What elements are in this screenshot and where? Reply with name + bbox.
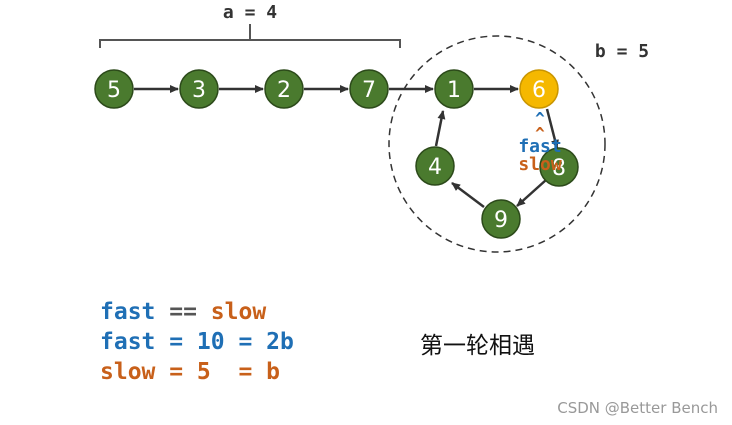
code-eq-op: == bbox=[155, 299, 211, 325]
code-line-3: slow = 5 = b bbox=[100, 359, 281, 385]
edge-9-4 bbox=[451, 182, 485, 208]
node-4-label: 4 bbox=[428, 155, 442, 180]
a-label: a = 4 bbox=[223, 2, 277, 23]
node-6-highlighted: 6 bbox=[519, 69, 559, 109]
a-brace bbox=[99, 24, 401, 48]
node-2: 2 bbox=[264, 69, 304, 109]
node-5: 5 bbox=[94, 69, 134, 109]
slow-pointer-label: slow bbox=[518, 154, 562, 175]
caption: 第一轮相遇 bbox=[420, 333, 535, 359]
node-8: 8 bbox=[539, 147, 579, 187]
node-9-label: 9 bbox=[494, 208, 508, 233]
code-slow-1: slow bbox=[210, 299, 267, 325]
node-1-label: 1 bbox=[447, 78, 461, 103]
node-6-label: 6 bbox=[532, 78, 546, 103]
edge-8-9 bbox=[516, 179, 547, 207]
node-7-label: 7 bbox=[362, 78, 376, 103]
code-line-1: fast == slow bbox=[100, 297, 266, 327]
code-line-2: fast = 10 = 2b bbox=[100, 329, 294, 355]
watermark: CSDN @Better Bench bbox=[557, 399, 718, 417]
node-3: 3 bbox=[179, 69, 219, 109]
fast-pointer-label: fast bbox=[518, 136, 561, 157]
b-label: b = 5 bbox=[595, 41, 649, 62]
node-8-label: 8 bbox=[552, 156, 566, 181]
slow-caret: ^ bbox=[535, 124, 545, 143]
node-2-label: 2 bbox=[277, 78, 291, 103]
node-3-label: 3 bbox=[192, 78, 206, 103]
fast-caret: ^ bbox=[535, 109, 545, 128]
node-5-label: 5 bbox=[107, 78, 121, 103]
edge-4-1 bbox=[434, 110, 446, 147]
node-7: 7 bbox=[349, 69, 389, 109]
cycle-boundary bbox=[388, 35, 606, 253]
node-4: 4 bbox=[415, 146, 455, 186]
code-fast-1: fast bbox=[100, 299, 156, 325]
edge-6-8 bbox=[545, 108, 559, 149]
node-1: 1 bbox=[434, 69, 474, 109]
node-9: 9 bbox=[481, 199, 521, 239]
